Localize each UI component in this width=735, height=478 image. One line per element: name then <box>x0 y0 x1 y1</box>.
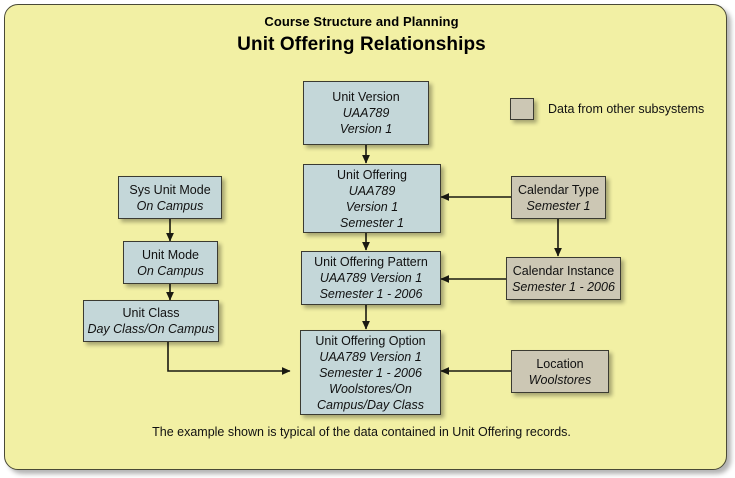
node-line: Version 1 <box>345 199 399 214</box>
diagram-header: Course Structure and Planning Unit Offer… <box>0 14 723 56</box>
node-line: Semester 1 - 2006 <box>319 365 422 380</box>
node-unit-offering-pattern[interactable]: Unit Offering Pattern UAA789 Version 1 S… <box>301 251 441 305</box>
node-line: UAA789 <box>348 183 396 198</box>
node-line: UAA789 <box>342 106 390 120</box>
node-title: Location <box>536 356 584 371</box>
node-line: Semester 1 - 2006 <box>512 279 615 294</box>
node-title: Unit Offering Option <box>315 333 426 348</box>
node-line: On Campus <box>137 263 204 278</box>
node-line: Semester 1 - 2006 <box>319 287 423 301</box>
node-unit-offering[interactable]: Unit Offering UAA789 Version 1 Semester … <box>303 164 441 233</box>
node-line: Semester 1 <box>340 215 404 230</box>
node-title: Unit Class <box>122 306 180 320</box>
node-title: Unit Offering Pattern <box>314 255 428 269</box>
node-title: Sys Unit Mode <box>129 182 211 197</box>
node-line: Day Class/On Campus <box>87 322 215 336</box>
node-line: Woolstores/On <box>329 381 412 396</box>
footer-note: The example shown is typical of the data… <box>152 425 571 439</box>
page-title: Unit Offering Relationships <box>237 34 486 55</box>
legend-swatch-external <box>510 98 534 120</box>
node-line: Semester 1 <box>526 198 591 213</box>
node-title: Unit Mode <box>142 247 199 262</box>
legend-label: Data from other subsystems <box>548 102 705 116</box>
node-title: Unit Version <box>332 90 400 104</box>
node-line: UAA789 Version 1 <box>319 271 423 285</box>
node-title: Unit Offering <box>337 167 407 182</box>
node-calendar-type[interactable]: Calendar Type Semester 1 <box>511 176 606 219</box>
node-title: Calendar Instance <box>512 263 615 278</box>
node-sys-unit-mode[interactable]: Sys Unit Mode On Campus <box>118 176 222 219</box>
node-unit-class[interactable]: Unit Class Day Class/On Campus <box>83 300 219 342</box>
node-calendar-instance[interactable]: Calendar Instance Semester 1 - 2006 <box>506 257 621 300</box>
node-unit-offering-option[interactable]: Unit Offering Option UAA789 Version 1 Se… <box>300 330 441 415</box>
node-unit-version[interactable]: Unit Version UAA789 Version 1 <box>303 81 429 145</box>
page-subtitle: Course Structure and Planning <box>264 14 459 29</box>
node-location[interactable]: Location Woolstores <box>511 350 609 393</box>
node-line: UAA789 Version 1 <box>319 349 422 364</box>
node-line: Campus/Day Class <box>317 397 424 412</box>
node-line: Version 1 <box>339 122 393 136</box>
node-title: Calendar Type <box>517 182 600 197</box>
node-line: Woolstores <box>528 372 592 387</box>
node-line: On Campus <box>136 198 204 213</box>
legend: Data from other subsystems <box>510 98 704 120</box>
node-unit-mode[interactable]: Unit Mode On Campus <box>123 241 218 284</box>
